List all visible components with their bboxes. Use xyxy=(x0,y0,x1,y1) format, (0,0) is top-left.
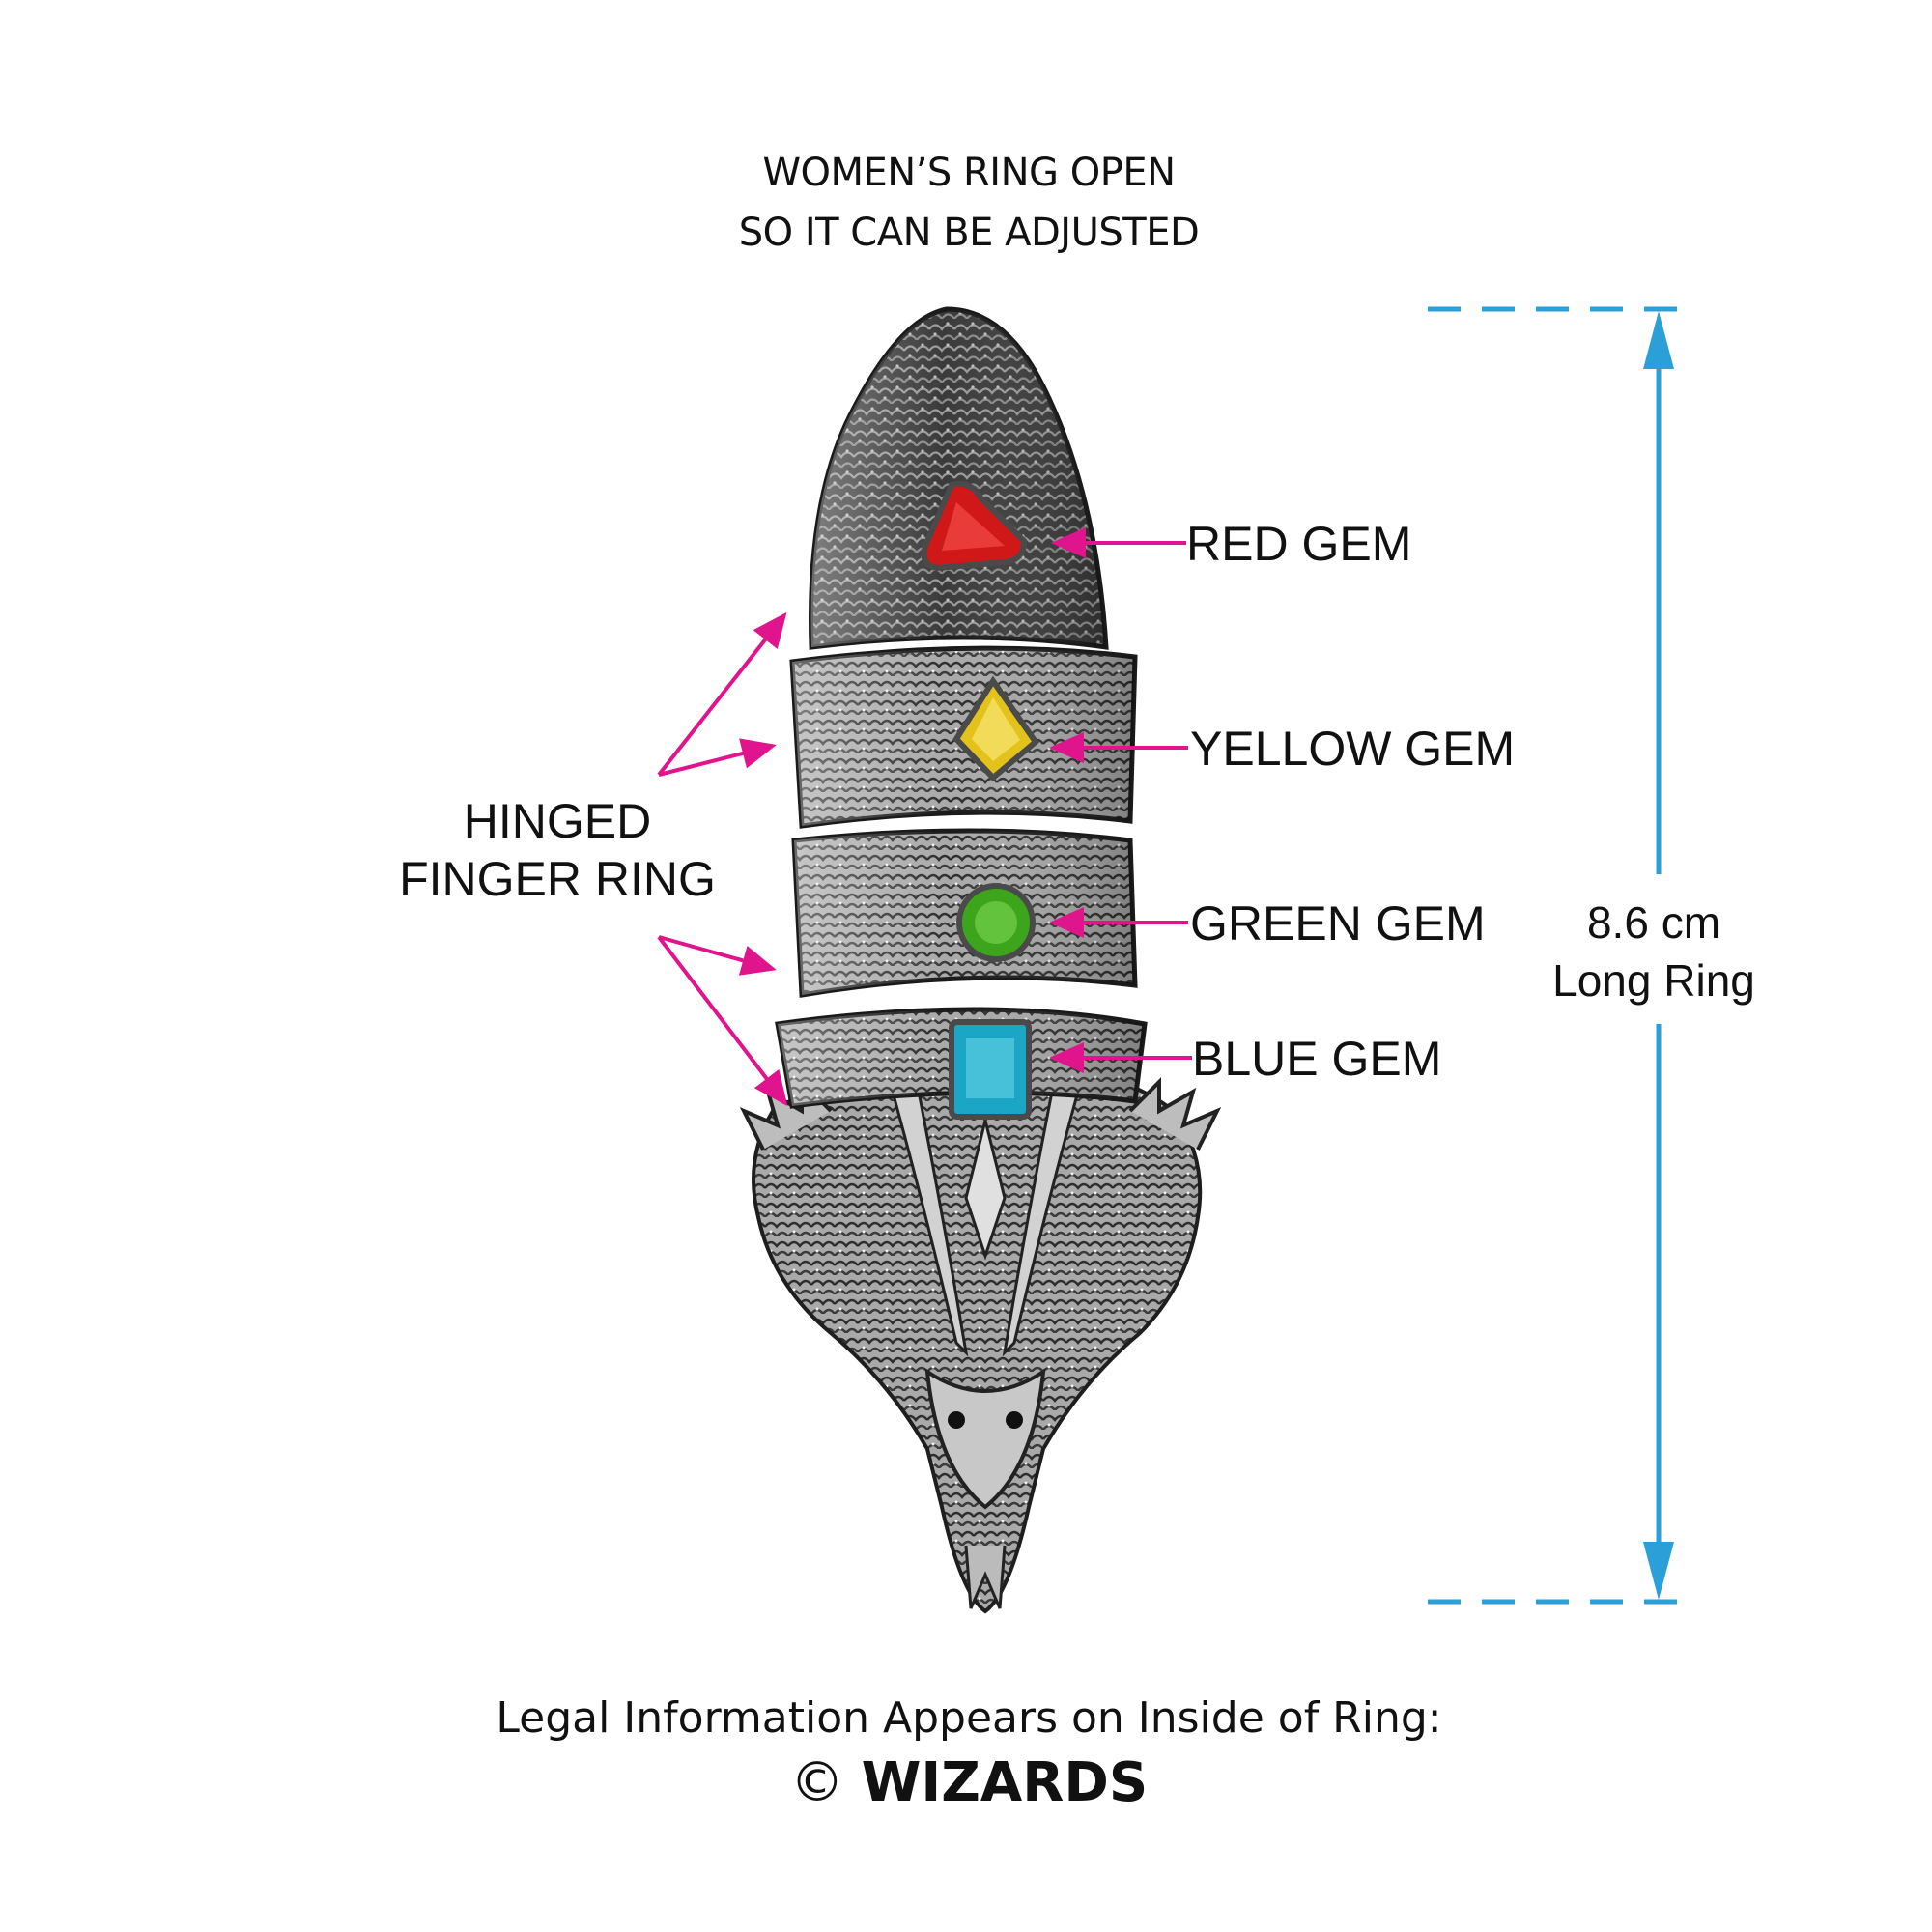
hinged-pointers xyxy=(657,611,788,1107)
hinged-ring-label: HINGED FINGER RING xyxy=(399,792,716,908)
red-gem-label: RED GEM xyxy=(1186,517,1412,571)
title-line-1: WOMEN’S RING OPEN xyxy=(762,151,1176,195)
brand-name: WIZARDS xyxy=(861,1751,1149,1814)
legal-info: Legal Information Appears on Inside of R… xyxy=(496,1693,1442,1743)
dragon-head xyxy=(739,1039,1222,1614)
title-line-2: SO IT CAN BE ADJUSTED xyxy=(738,211,1200,255)
diagram-title: WOMEN’S RING OPEN SO IT CAN BE ADJUSTED xyxy=(739,143,1200,263)
arrow-up-icon xyxy=(1643,311,1674,369)
green-gem xyxy=(956,883,1036,962)
length-value: 8.6 cm xyxy=(1586,897,1721,948)
copyright-icon: © xyxy=(789,1751,844,1814)
arrow-down-icon xyxy=(1643,1542,1674,1600)
length-dimension xyxy=(1428,306,1683,1605)
hinged-line-2: FINGER RING xyxy=(399,852,716,906)
length-label: 8.6 cm Long Ring xyxy=(1552,894,1755,1009)
yellow-gem-label: YELLOW GEM xyxy=(1190,722,1516,776)
blue-gem xyxy=(949,1019,1032,1120)
green-gem-label: GREEN GEM xyxy=(1190,896,1486,951)
red-gem xyxy=(921,480,1028,572)
length-caption: Long Ring xyxy=(1552,955,1755,1006)
ring-tip xyxy=(809,306,1109,650)
hinged-line-1: HINGED xyxy=(463,794,652,848)
copyright-brand: © WIZARDS xyxy=(790,1750,1148,1816)
blue-gem-label: BLUE GEM xyxy=(1192,1032,1442,1086)
yellow-gem xyxy=(952,675,1040,782)
